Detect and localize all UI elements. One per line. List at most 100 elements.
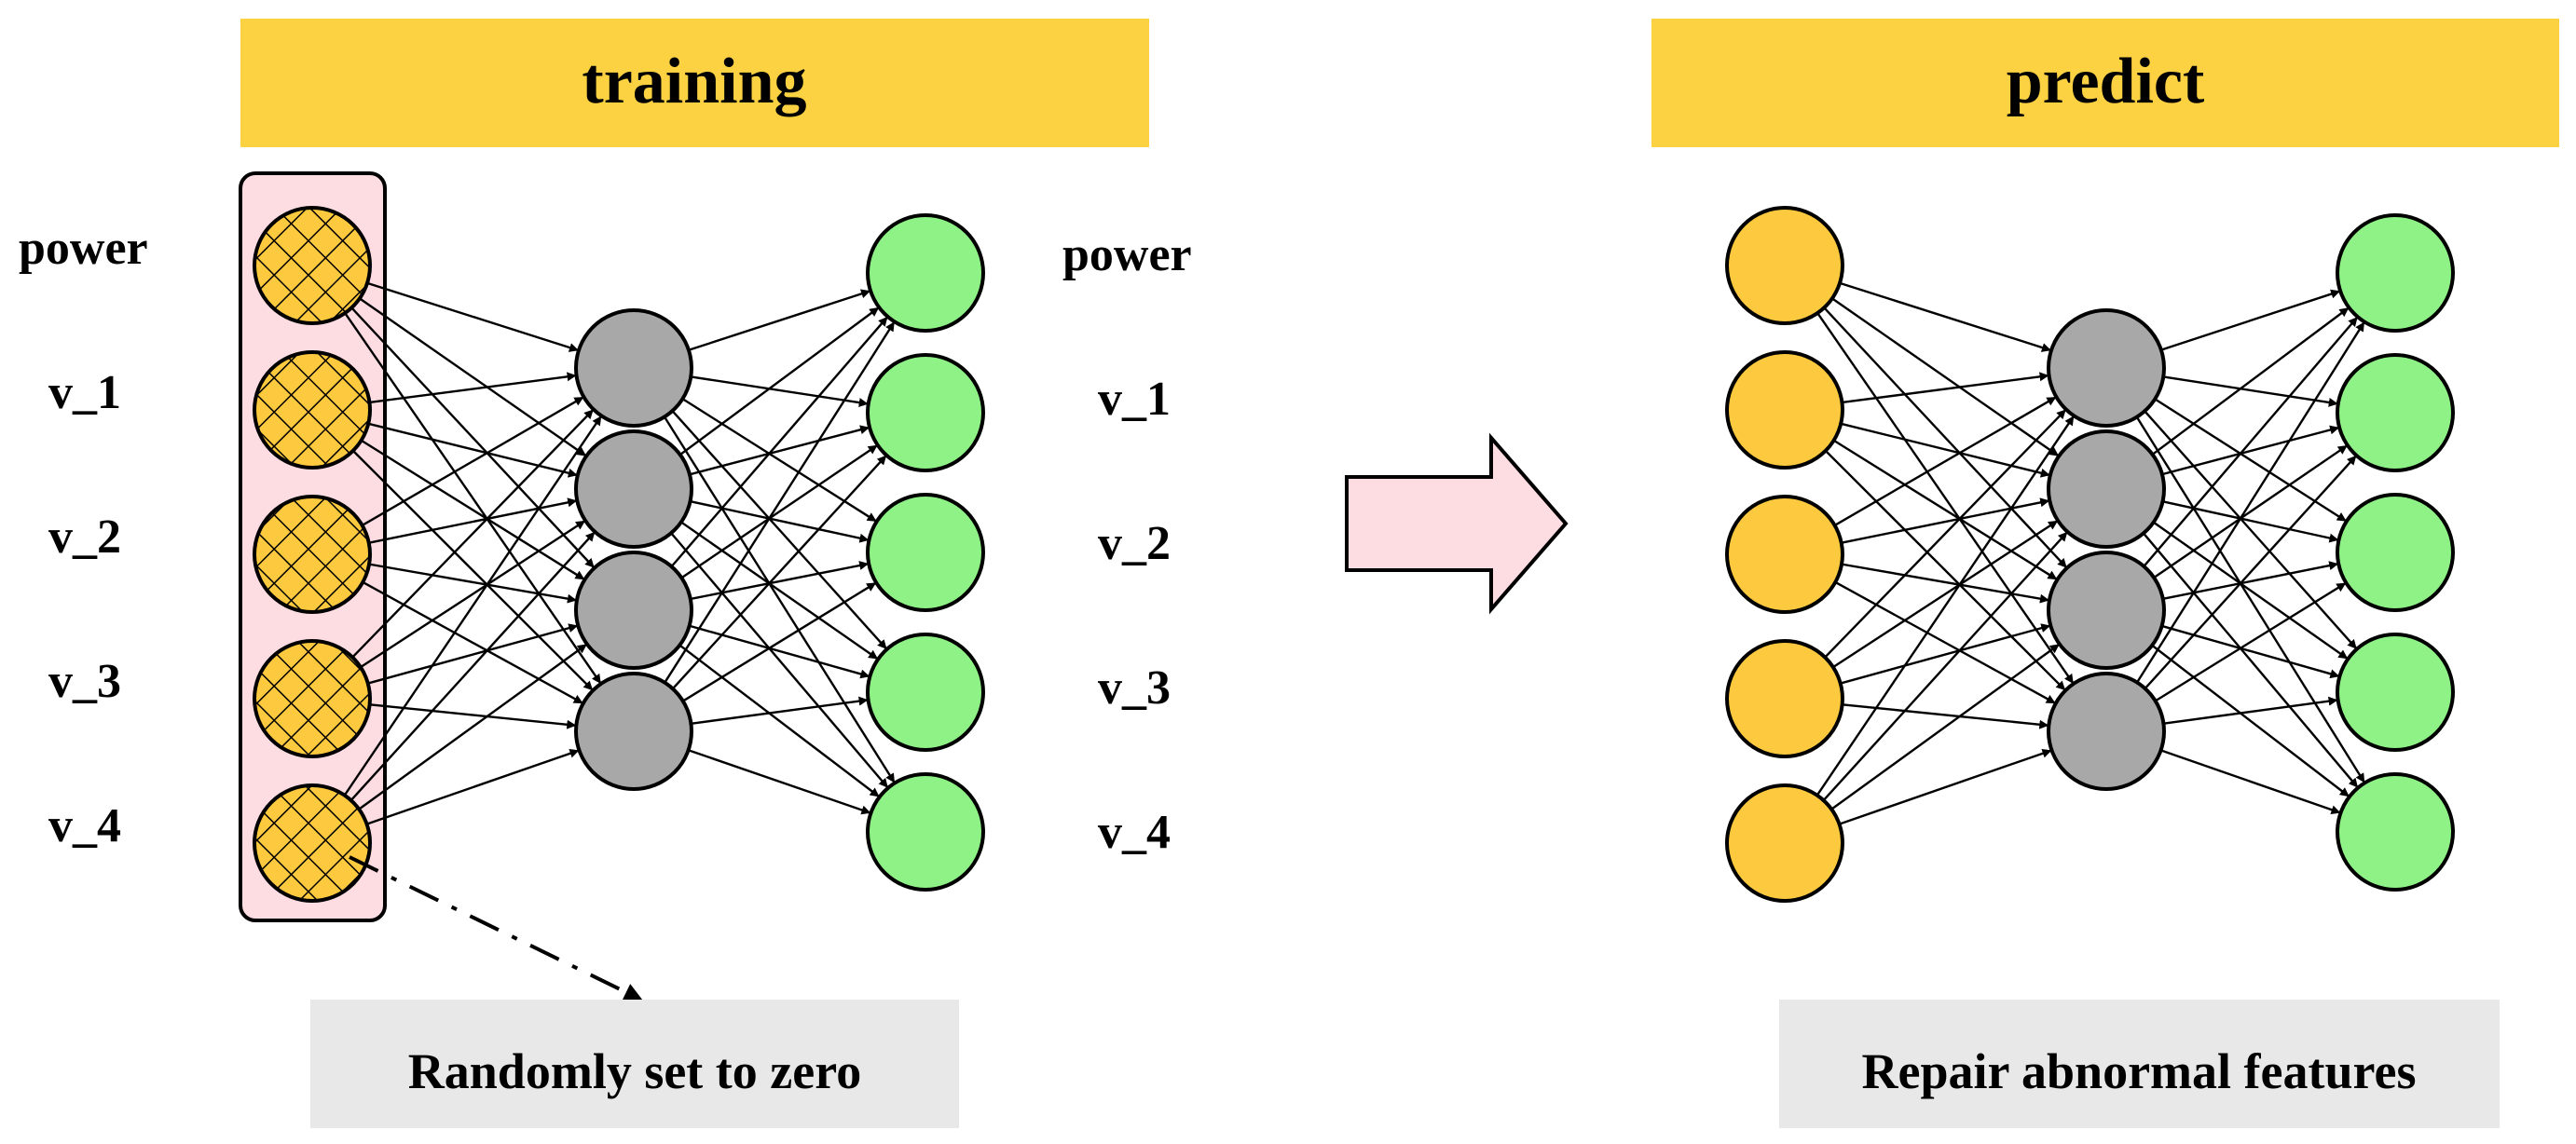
training-note-box <box>310 1000 959 1128</box>
input-hidden-edge <box>1842 703 2049 729</box>
input-hidden-edge <box>1824 409 2066 659</box>
input-hidden-edge <box>1834 396 2057 526</box>
input-node <box>1725 639 1844 758</box>
input-node <box>253 639 372 758</box>
input-hidden-edge <box>1840 422 2050 478</box>
hidden-output-edge <box>2143 532 2359 788</box>
hidden-output-edge <box>2162 561 2339 601</box>
hidden-output-edge <box>670 532 889 788</box>
input-node <box>253 350 372 470</box>
input-hidden-edge <box>359 297 587 457</box>
input-hidden-edge <box>343 415 602 797</box>
input-hidden-edge <box>349 531 596 801</box>
input-hidden-edge <box>366 748 580 825</box>
input-hidden-edge <box>1831 297 2060 457</box>
input-node <box>1725 495 1844 614</box>
hidden-output-edge <box>2153 444 2348 579</box>
predict-note: Repair abnormal features <box>1862 1043 2417 1099</box>
hidden-output-edge <box>2135 416 2365 783</box>
input-node <box>253 783 372 903</box>
hidden-output-edge <box>2161 425 2340 476</box>
output-node <box>2336 633 2455 752</box>
predict-network-edges <box>1816 281 2365 825</box>
hidden-output-edge <box>2163 375 2338 407</box>
hidden-output-edge <box>680 444 878 579</box>
input-hidden-edge <box>367 623 579 685</box>
output-node <box>866 213 985 333</box>
feature-label-v1: v_1 <box>48 366 121 419</box>
hidden-output-edge <box>688 289 871 351</box>
input-hidden-edge <box>1840 623 2051 685</box>
input-hidden-edge <box>369 372 577 404</box>
hidden-output-edge <box>664 321 896 684</box>
hidden-output-edge <box>678 644 880 797</box>
input-hidden-edge <box>1816 312 2075 684</box>
output-node <box>866 633 985 752</box>
hidden-output-edge <box>2161 624 2340 679</box>
input-hidden-edge <box>1822 531 2068 801</box>
input-node <box>1725 206 1844 325</box>
hidden-output-edge <box>670 316 888 567</box>
hidden-output-edge <box>2154 398 2347 523</box>
input-hidden-edge <box>1823 306 2067 568</box>
hidden-output-edge <box>2153 521 2349 660</box>
hidden-node <box>574 551 693 670</box>
output-label-power: power <box>1062 228 1192 281</box>
feature-label-power: power <box>19 222 148 275</box>
dropout-callout-arrow <box>349 855 643 1001</box>
feature-label-v4: v_4 <box>48 799 121 852</box>
input-hidden-edge <box>1816 415 2075 797</box>
hidden-output-edge <box>2151 644 2350 797</box>
input-hidden-edge <box>362 396 584 526</box>
output-label-v2: v_2 <box>1098 517 1171 570</box>
input-hidden-edge <box>368 497 578 544</box>
input-hidden-edge <box>366 281 579 352</box>
output-node <box>2336 213 2455 333</box>
input-hidden-edge <box>367 422 578 478</box>
hidden-output-edge <box>2160 289 2341 351</box>
hidden-output-edge <box>691 375 869 408</box>
hidden-output-edge <box>663 415 896 783</box>
input-hidden-edge <box>362 580 583 704</box>
hidden-node <box>2047 308 2166 428</box>
hidden-output-edge <box>679 306 880 456</box>
output-node <box>2336 772 2455 892</box>
input-hidden-edge <box>369 703 577 729</box>
hidden-node <box>574 308 693 428</box>
hidden-output-edge <box>682 581 877 702</box>
predict-title-band <box>1651 19 2559 147</box>
hidden-node <box>574 672 693 791</box>
input-hidden-edge <box>351 449 594 691</box>
hidden-output-edge <box>690 561 870 601</box>
input-hidden-edge <box>344 312 602 684</box>
output-label-v3: v_3 <box>1098 661 1171 715</box>
hidden-output-edge <box>2160 749 2341 815</box>
predict-title: predict <box>2007 46 2205 117</box>
training-title: training <box>582 46 806 117</box>
input-hidden-edge <box>1839 281 2051 352</box>
hidden-output-edge <box>2136 321 2365 684</box>
input-hidden-edge <box>351 409 594 659</box>
hidden-output-edge <box>689 624 870 679</box>
training-note: Randomly set to zero <box>408 1043 861 1099</box>
input-hidden-edge <box>360 439 585 580</box>
predict-network-nodes <box>1725 206 2455 903</box>
hidden-output-edge <box>2155 582 2347 702</box>
output-node <box>866 353 985 472</box>
input-hidden-edge <box>1841 497 2050 544</box>
training-to-predict-arrow <box>1345 432 1569 615</box>
training-input-labels: power v_1 v_2 v_3 v_4 <box>19 222 148 852</box>
output-label-v4: v_4 <box>1098 806 1171 859</box>
input-hidden-edge <box>1824 449 2066 691</box>
hidden-output-edge <box>680 521 879 660</box>
output-node <box>866 493 985 612</box>
feature-label-v3: v_3 <box>48 655 121 708</box>
hidden-node <box>2047 551 2166 670</box>
input-hidden-edge <box>1839 748 2052 825</box>
hidden-output-edge <box>2162 500 2339 543</box>
hidden-node <box>574 429 693 549</box>
training-output-labels: power v_1 v_2 v_3 v_4 <box>1062 228 1192 859</box>
hidden-node <box>2047 672 2166 791</box>
